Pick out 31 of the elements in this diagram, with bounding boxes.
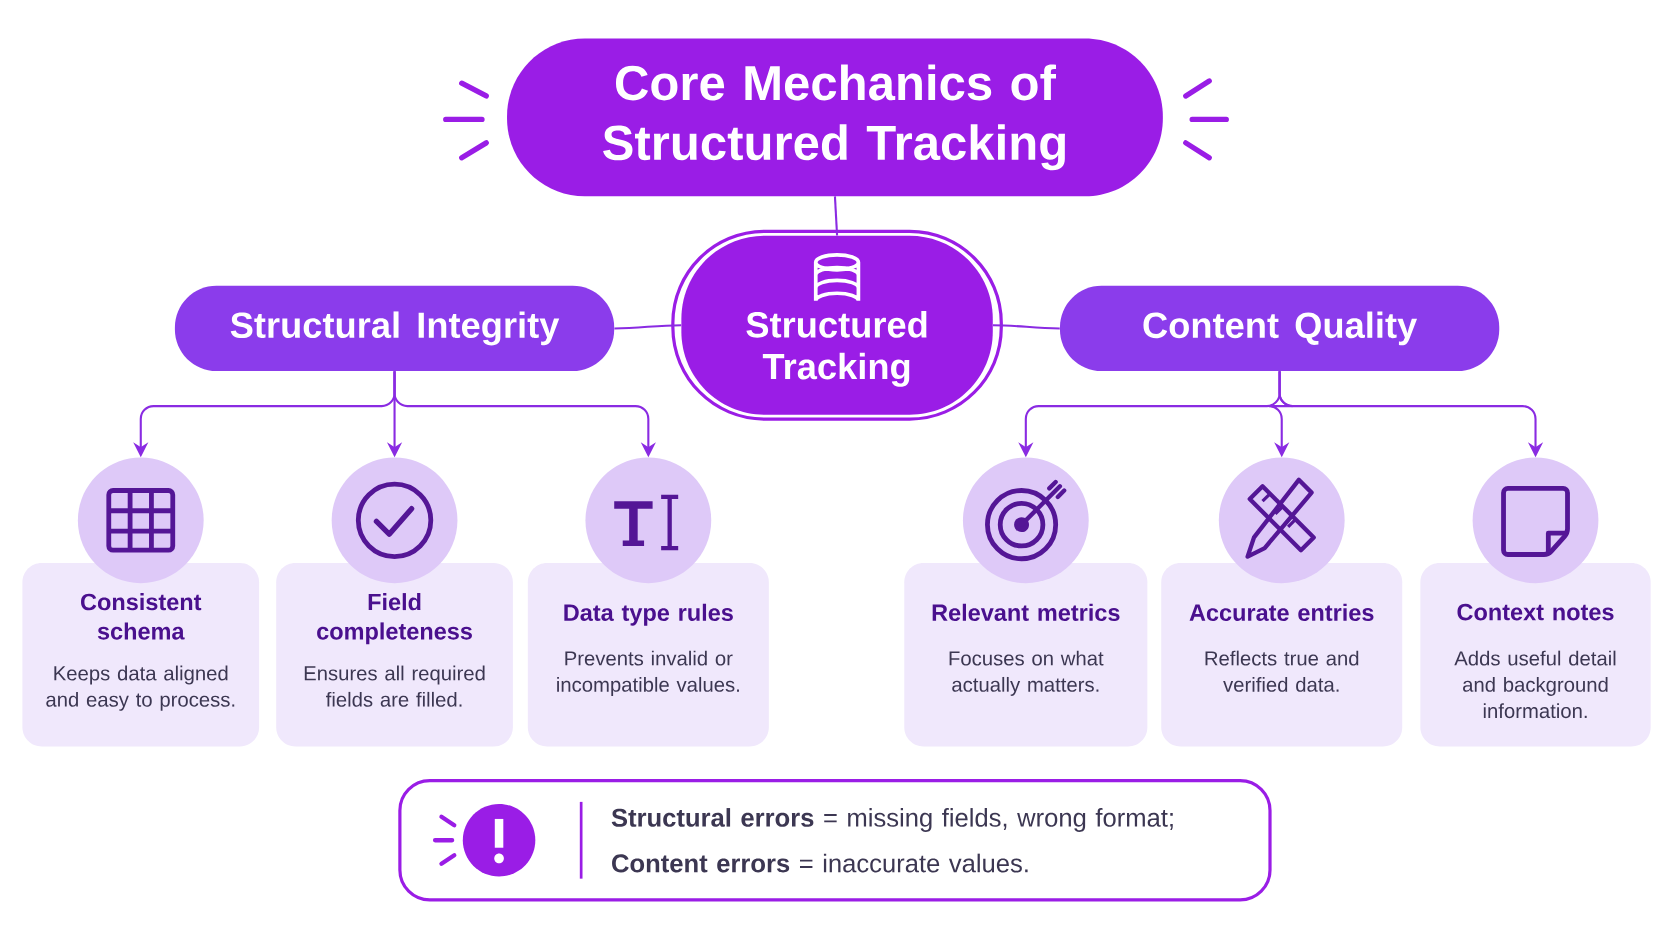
card-title: Field completeness (317, 592, 472, 645)
card-title: Relevant metrics (932, 603, 1120, 621)
info-card (276, 562, 513, 747)
category-pill: Structural Integrity (174, 285, 615, 371)
info-card (1161, 562, 1403, 747)
connector (992, 323, 1060, 330)
icon-circle (585, 457, 712, 584)
category-pill: Content Quality (1059, 285, 1500, 371)
card-title: Consistent schema (81, 592, 202, 640)
card-description: Ensures all required fields are filled. (304, 665, 485, 707)
info-card (22, 562, 260, 747)
icon-circle (77, 457, 204, 584)
title-pill: Core Mechanics of Structured Tracking (507, 38, 1163, 196)
info-card (527, 562, 769, 747)
card-description: Focuses on what actually matters. (949, 650, 1104, 696)
card-description: Reflects true and verified data. (1205, 650, 1359, 692)
connector (614, 323, 682, 330)
note-box: Structural errors = missing fields, wrong format; Content errors = inaccurate values. (398, 778, 1272, 902)
card-description: Adds useful detail and background information. (1454, 650, 1616, 718)
card-description: Prevents invalid or incompatible values. (557, 650, 739, 696)
icon-circle (1218, 457, 1345, 584)
icon-circle (1472, 457, 1599, 584)
icon-circle (331, 457, 458, 584)
icon-circle (962, 457, 1089, 584)
card-description: Keeps data aligned and easy to process. (46, 665, 235, 711)
card-title: Context notes (1457, 603, 1614, 621)
card-title: Data type rules (564, 603, 733, 626)
connector (833, 196, 839, 236)
info-card (1420, 562, 1651, 747)
info-card (904, 562, 1148, 747)
card-title: Accurate entries (1189, 603, 1374, 621)
